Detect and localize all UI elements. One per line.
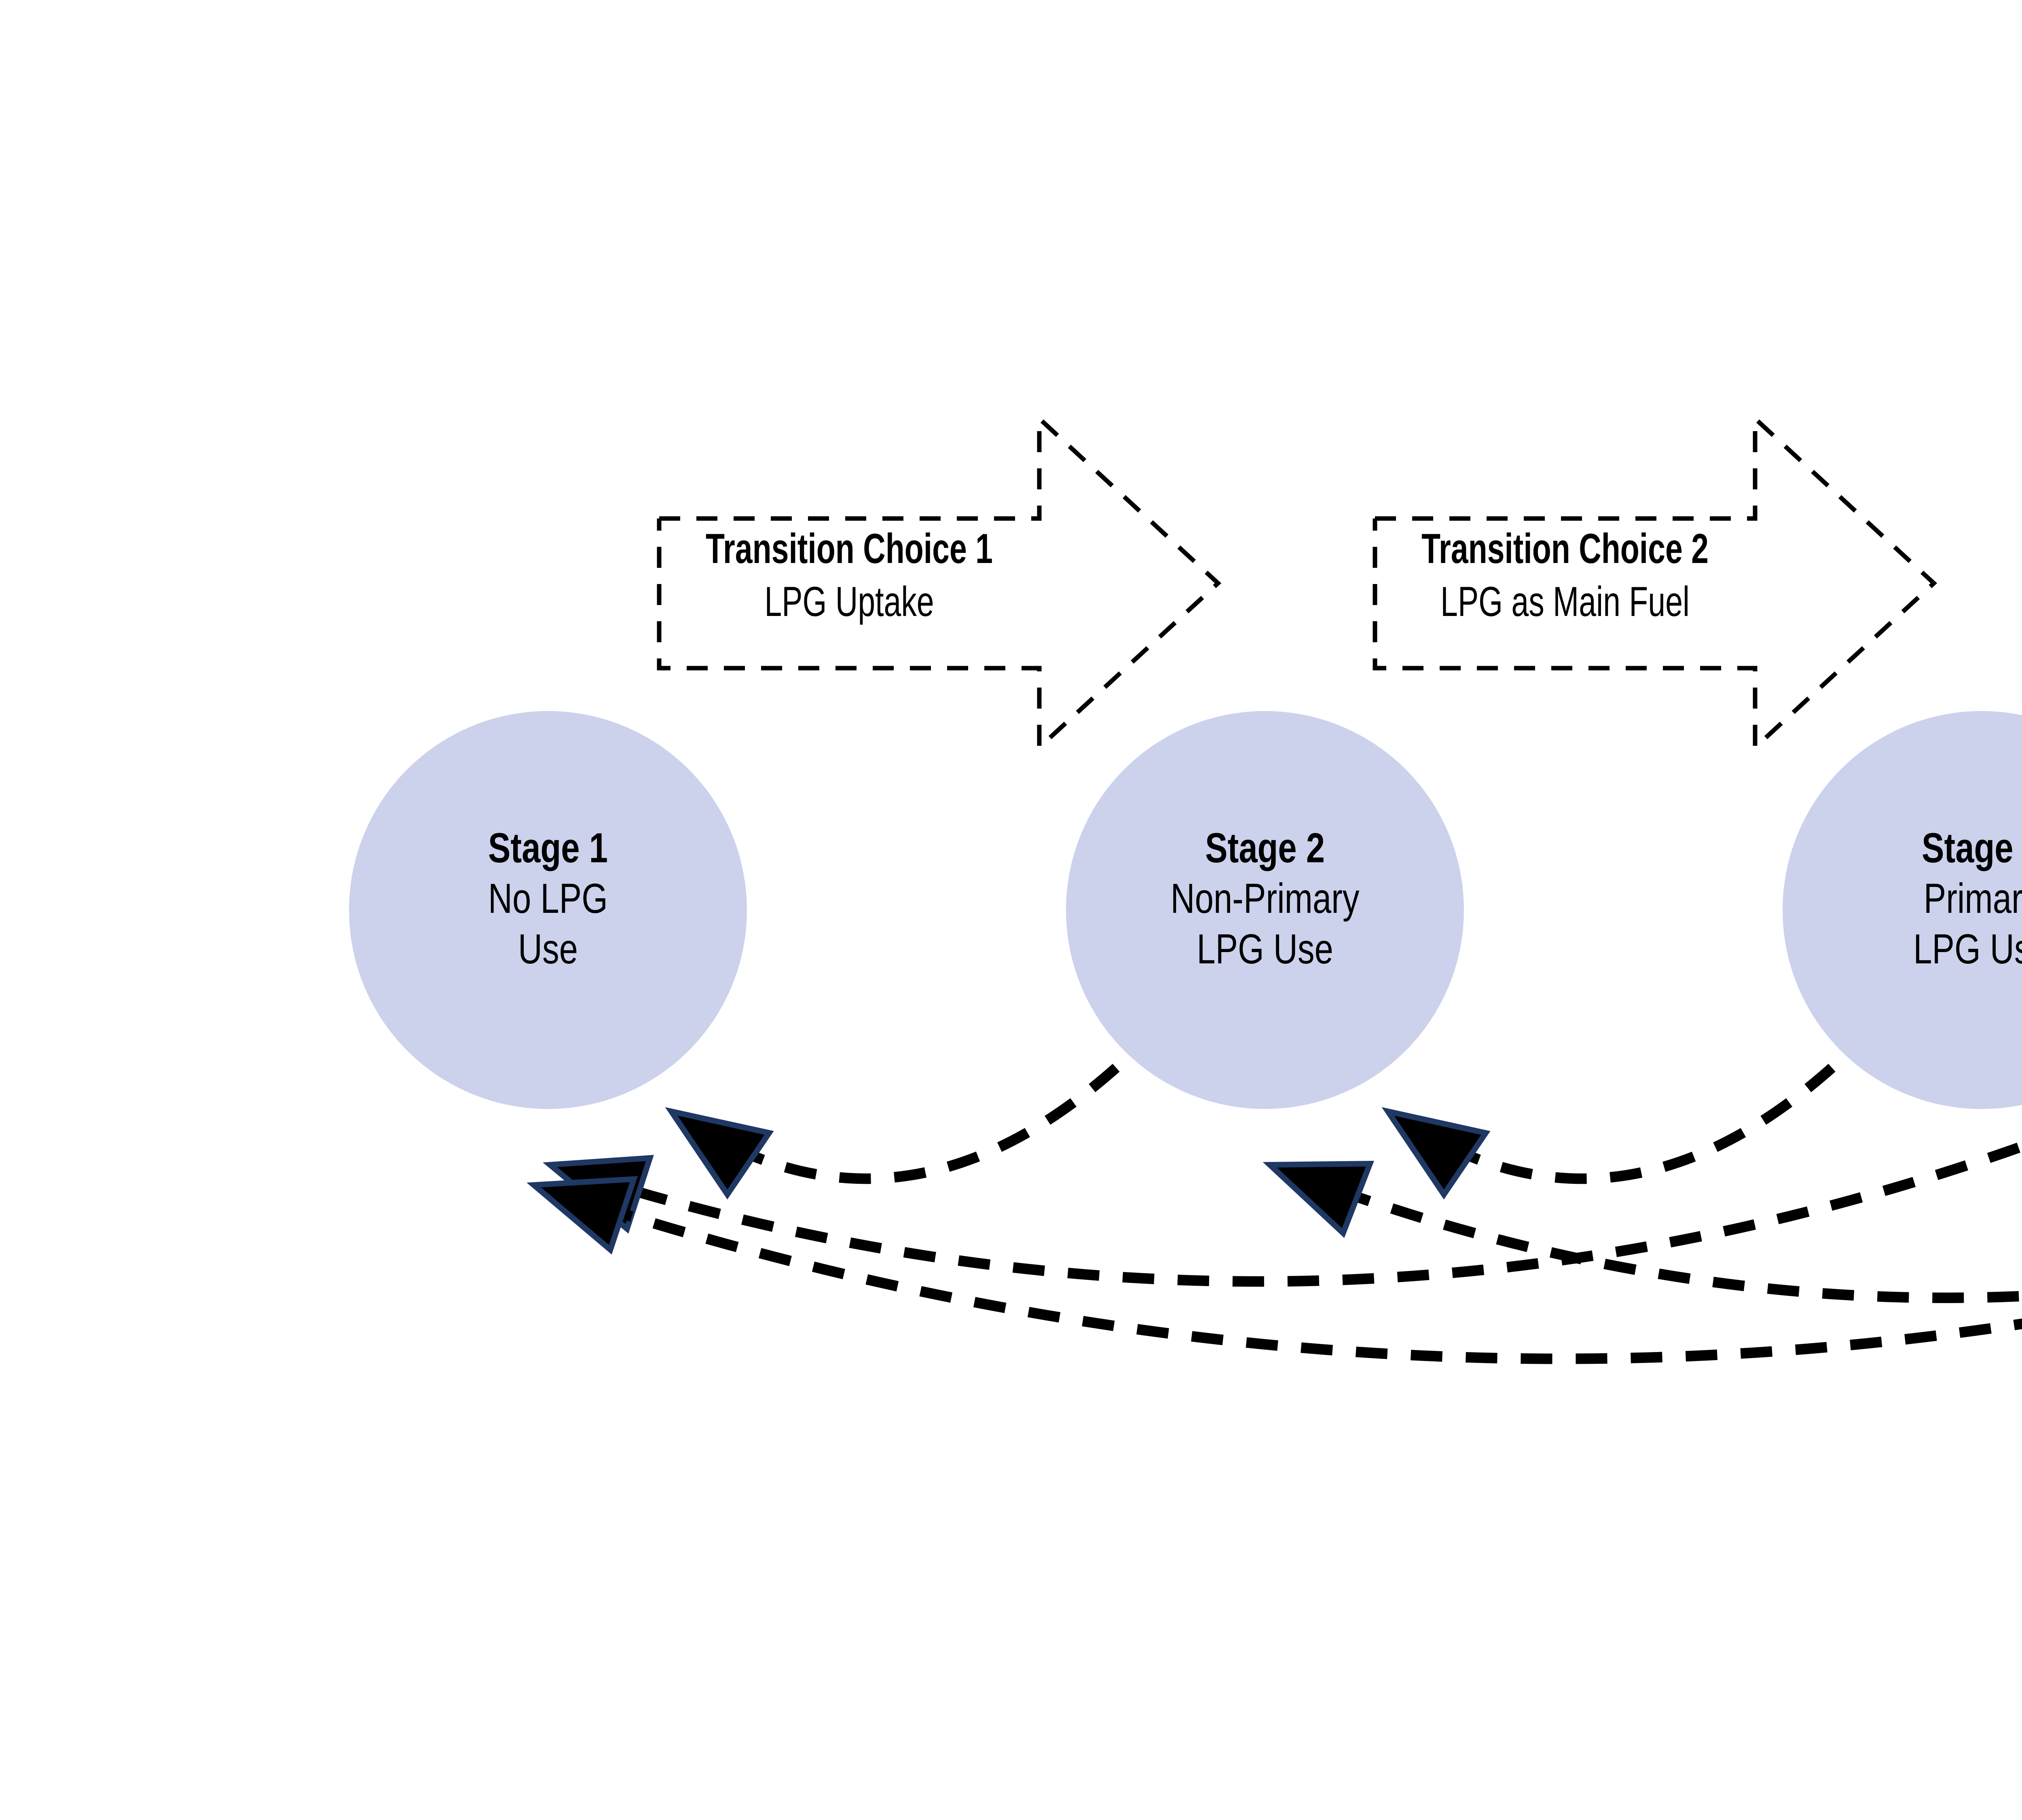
stage-2-circle[interactable] [1066,711,1464,1109]
feedback-arrow-shapes [527,1064,2022,1364]
feedback-3-to-2-curve[interactable] [1461,1064,1836,1184]
stage-3-circle[interactable] [1783,711,2022,1109]
feedback-2-to-1-arrowhead [665,1107,774,1200]
feedback-4-to-1-arrowhead [527,1176,638,1255]
feedback-3-to-1-curve[interactable] [633,1088,2022,1287]
feedback-4-to-2-curve[interactable] [1349,1128,2022,1303]
transition-arrow-1[interactable] [657,413,1222,753]
transition-arrow-2[interactable] [1373,413,1937,753]
transition-arrow-shapes [657,413,1937,753]
feedback-4-to-1-curve[interactable] [615,1132,2022,1364]
feedback-4-to-2-arrowhead [1263,1161,1374,1238]
feedback-3-to-2-arrowhead [1381,1107,1491,1200]
feedback-2-to-1-curve[interactable] [744,1064,1120,1184]
stage-circle-shapes [349,711,2022,1109]
stage-1-circle[interactable] [349,711,747,1109]
